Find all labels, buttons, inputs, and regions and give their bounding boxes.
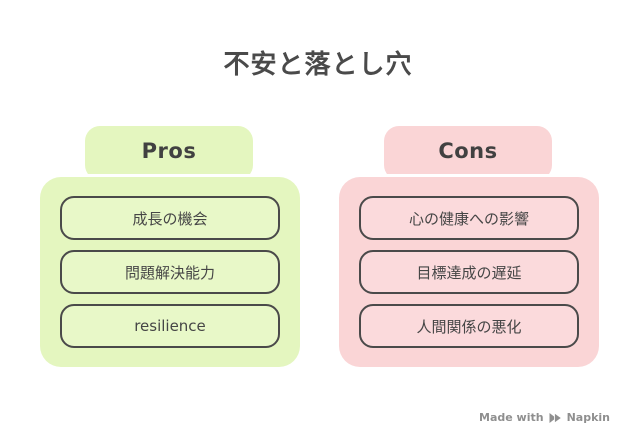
cons-header-tab: Cons <box>384 126 552 180</box>
napkin-logo-icon <box>549 411 562 424</box>
pros-item-problem-solving: 問題解決能力 <box>60 250 280 294</box>
watermark-text: Made with <box>479 411 544 424</box>
page-title: 不安と落とし穴 <box>223 50 413 80</box>
pros-item-resilience: resilience <box>60 304 280 348</box>
pros-header-tab: Pros <box>85 126 253 180</box>
pros-panel: 成長の機会 問題解決能力 resilience <box>40 177 300 367</box>
cons-panel: 心の健康への影響 目標達成の遅延 人間関係の悪化 <box>339 177 599 367</box>
pros-header-label: Pros <box>141 139 197 163</box>
watermark-brand: Napkin <box>566 411 610 424</box>
cons-item-relationships: 人間関係の悪化 <box>359 304 579 348</box>
cons-item-mental-health: 心の健康への影響 <box>359 196 579 240</box>
watermark: Made with Napkin <box>479 411 610 424</box>
pros-item-growth: 成長の機会 <box>60 196 280 240</box>
cons-header-label: Cons <box>438 139 498 163</box>
cons-item-goal-delay: 目標達成の遅延 <box>359 250 579 294</box>
